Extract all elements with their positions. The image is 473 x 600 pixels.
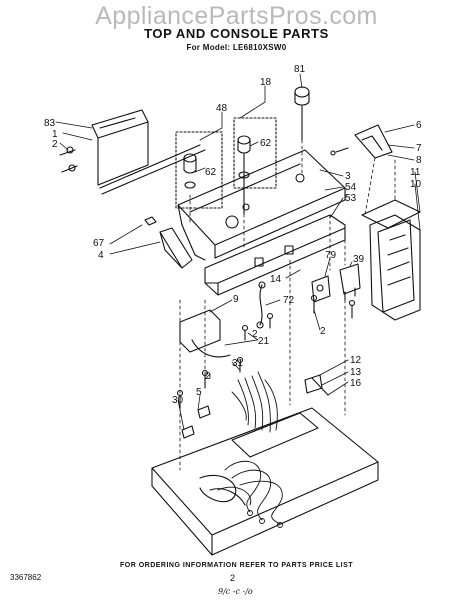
callout-2-center: 2 <box>252 329 258 340</box>
thermal-fuse-part <box>256 281 266 329</box>
callout-67: 67 <box>93 238 105 249</box>
signal-knob-part <box>175 131 223 209</box>
wire-harness-lower <box>217 460 283 528</box>
callout-3: 3 <box>345 171 351 182</box>
ordering-info: FOR ORDERING INFORMATION REFER TO PARTS … <box>119 562 354 569</box>
callout-1: 1 <box>52 129 58 140</box>
callout-14: 14 <box>270 274 282 285</box>
door-switch-part <box>339 263 361 301</box>
left-endcap-part <box>144 216 193 269</box>
callout-39: 39 <box>353 254 365 265</box>
callout-7: 7 <box>416 143 422 154</box>
timer-knob-part <box>294 86 310 141</box>
callout-30: 30 <box>172 395 184 406</box>
callout-10: 10 <box>410 179 422 190</box>
screws <box>176 147 356 409</box>
terminal-block-part <box>304 374 329 396</box>
right-endcap-part <box>354 124 393 159</box>
callout-2-lower: 2 <box>205 371 211 382</box>
page-number: 2 <box>230 573 236 583</box>
callout-labels: 81 18 48 83 1 2 62 62 6 7 8 3 54 53 11 1… <box>44 64 422 406</box>
callout-21: 21 <box>258 336 270 347</box>
handwritten-date: 9/c -c -/o <box>218 587 253 596</box>
callout-81: 81 <box>294 64 306 75</box>
callout-6: 6 <box>416 120 422 131</box>
callout-62-right: 62 <box>260 138 272 149</box>
callout-18: 18 <box>260 77 272 88</box>
callout-13: 13 <box>350 367 362 378</box>
callout-53: 53 <box>345 193 357 204</box>
callout-2-mid: 2 <box>320 326 326 337</box>
push-switch-part <box>311 275 331 303</box>
cabinet-top-part <box>151 407 379 556</box>
selector-knob-part <box>233 117 277 215</box>
callout-31: 31 <box>232 358 244 369</box>
model-subtitle: For Model: LE6810XSW0 <box>186 43 287 52</box>
callout-16: 16 <box>350 378 362 389</box>
callout-54: 54 <box>345 182 357 193</box>
callout-5: 5 <box>196 387 202 398</box>
callout-83: 83 <box>44 118 56 129</box>
callout-9: 9 <box>233 294 239 305</box>
lint-screen-part <box>361 199 421 321</box>
callout-11: 11 <box>410 167 421 178</box>
callout-48: 48 <box>216 103 228 114</box>
page-title: TOP AND CONSOLE PARTS <box>144 26 329 41</box>
wire-harness-upper <box>231 371 278 433</box>
callout-12: 12 <box>350 355 362 366</box>
callout-72: 72 <box>283 295 295 306</box>
callout-62-left: 62 <box>205 167 217 178</box>
nameplate-bracket-part <box>59 109 206 195</box>
callout-79: 79 <box>325 250 337 261</box>
watermark: AppliancePartsPros.com <box>95 2 378 30</box>
callout-4: 4 <box>98 250 104 261</box>
document-number: 3367862 <box>10 573 42 582</box>
callout-2-upper: 2 <box>52 139 58 150</box>
assembly-guide-lines <box>179 139 396 471</box>
callout-leaders <box>55 73 421 431</box>
clips <box>181 405 211 439</box>
callout-8: 8 <box>416 155 422 166</box>
